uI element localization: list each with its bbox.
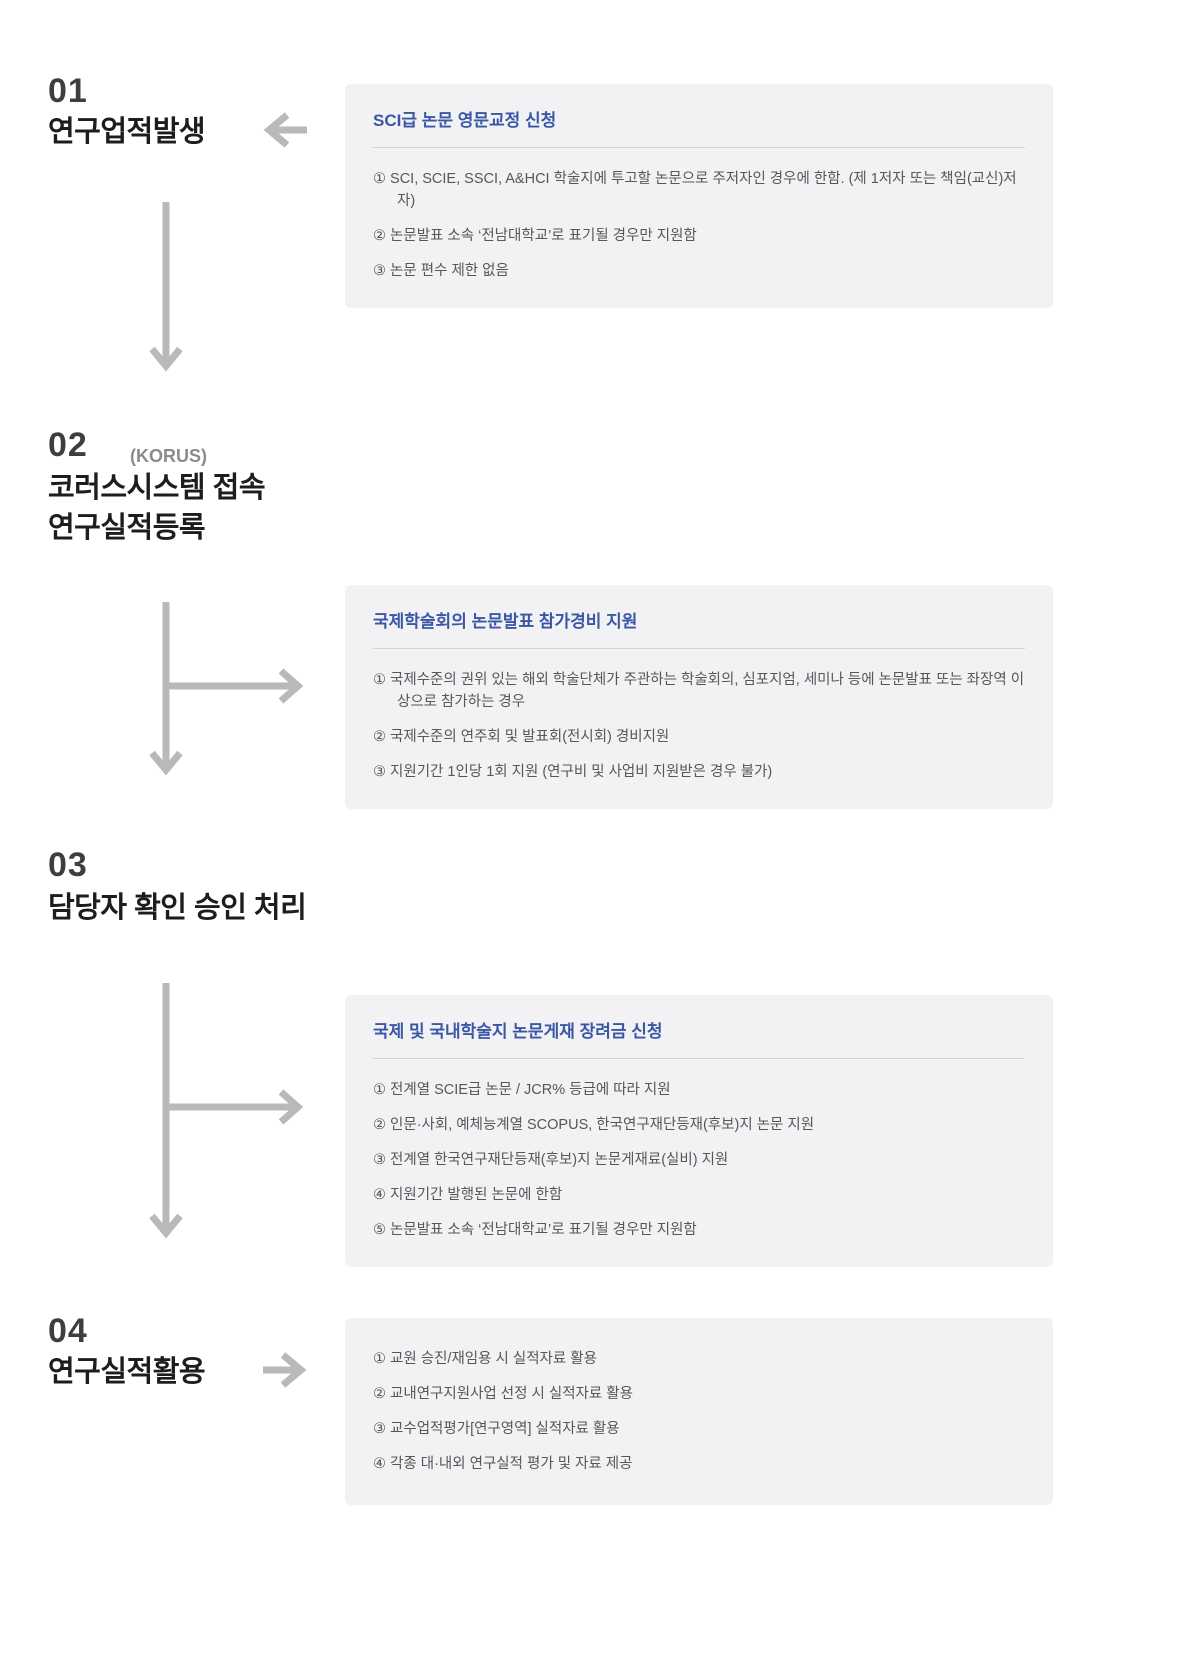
- list-item: ④ 지원기간 발행된 논문에 한함: [373, 1187, 563, 1204]
- list-item: ⑤ 논문발표 소속 ‘전남대학교’로 표기될 경우만 지원함: [373, 1222, 697, 1239]
- divider: [373, 1058, 1025, 1060]
- step-02-title-line-1: 코러스시스템 접속: [48, 472, 266, 504]
- list-item: ④ 각종 대·내외 연구실적 평가 및 자료 제공: [373, 1456, 633, 1473]
- arrow-down-icon: [149, 202, 183, 372]
- divider: [373, 147, 1025, 149]
- divider: [373, 648, 1025, 650]
- step-02-info-box: 국제학술회의 논문발표 참가경비 지원 ① 국제수준의 권위 있는 해외 학술단…: [345, 585, 1053, 810]
- step-04-number: 04: [48, 1312, 88, 1350]
- list-item: ① SCI, SCIE, SSCI, A&HCI 학술지에 투고할 논문으로 주…: [373, 171, 1017, 210]
- info-box-title: 국제 및 국내학술지 논문게재 장려금 신청: [373, 1022, 663, 1041]
- step-02-number: 02: [48, 426, 88, 464]
- list-item: ① 전계열 SCIE급 논문 / JCR% 등급에 따라 지원: [373, 1082, 671, 1099]
- korus-label: (KORUS): [130, 446, 207, 466]
- info-box-title: SCI급 논문 영문교정 신청: [373, 111, 557, 130]
- list-item: ① 교원 승진/재임용 시 실적자료 활용: [373, 1351, 597, 1367]
- step-04-title: 연구실적활용: [48, 1356, 206, 1388]
- step-03-title: 담당자 확인 승인 처리: [48, 892, 307, 924]
- step-04-info-box: ① 교원 승진/재임용 시 실적자료 활용 ② 교내연구지원사업 선정 시 실적…: [345, 1318, 1053, 1506]
- arrow-down-branch-right-icon: [149, 983, 304, 1239]
- arrow-left-icon: [263, 112, 307, 148]
- step-02-title: 코러스시스템 접속 연구실적등록: [48, 468, 266, 548]
- arrow-down-branch-right-icon: [149, 602, 304, 776]
- step-01-info-box: SCI급 논문 영문교정 신청 ① SCI, SCIE, SSCI, A&HCI…: [345, 84, 1053, 309]
- list-item: ② 논문발표 소속 ‘전남대학교’로 표기될 경우만 지원함: [373, 228, 697, 245]
- list-item: ③ 지원기간 1인당 1회 지원 (연구비 및 사업비 지원받은 경우 불가): [373, 764, 773, 781]
- list-item: ③ 논문 편수 제한 없음: [373, 263, 509, 280]
- list-item: ② 국제수준의 연주회 및 발표회(전시회) 경비지원: [373, 729, 670, 746]
- step-03-number: 03: [48, 846, 88, 884]
- arrow-right-icon: [263, 1352, 307, 1388]
- step-03-info-box: 국제 및 국내학술지 논문게재 장려금 신청 ① 전계열 SCIE급 논문 / …: [345, 995, 1053, 1268]
- info-box-title: 국제학술회의 논문발표 참가경비 지원: [373, 612, 638, 631]
- list-item: ② 인문·사회, 예체능계열 SCOPUS, 한국연구재단등재(후보)지 논문 …: [373, 1117, 815, 1134]
- step-01-number: 01: [48, 72, 88, 110]
- step-01-title: 연구업적발생: [48, 116, 206, 148]
- list-item: ① 국제수준의 권위 있는 해외 학술단체가 주관하는 학술회의, 심포지엄, …: [373, 672, 1025, 711]
- list-item: ③ 교수업적평가[연구영역] 실적자료 활용: [373, 1421, 620, 1438]
- step-02-title-line-2: 연구실적등록: [48, 512, 206, 544]
- list-item: ③ 전계열 한국연구재단등재(후보)지 논문게재료(실비) 지원: [373, 1152, 729, 1169]
- list-item: ② 교내연구지원사업 선정 시 실적자료 활용: [373, 1386, 633, 1403]
